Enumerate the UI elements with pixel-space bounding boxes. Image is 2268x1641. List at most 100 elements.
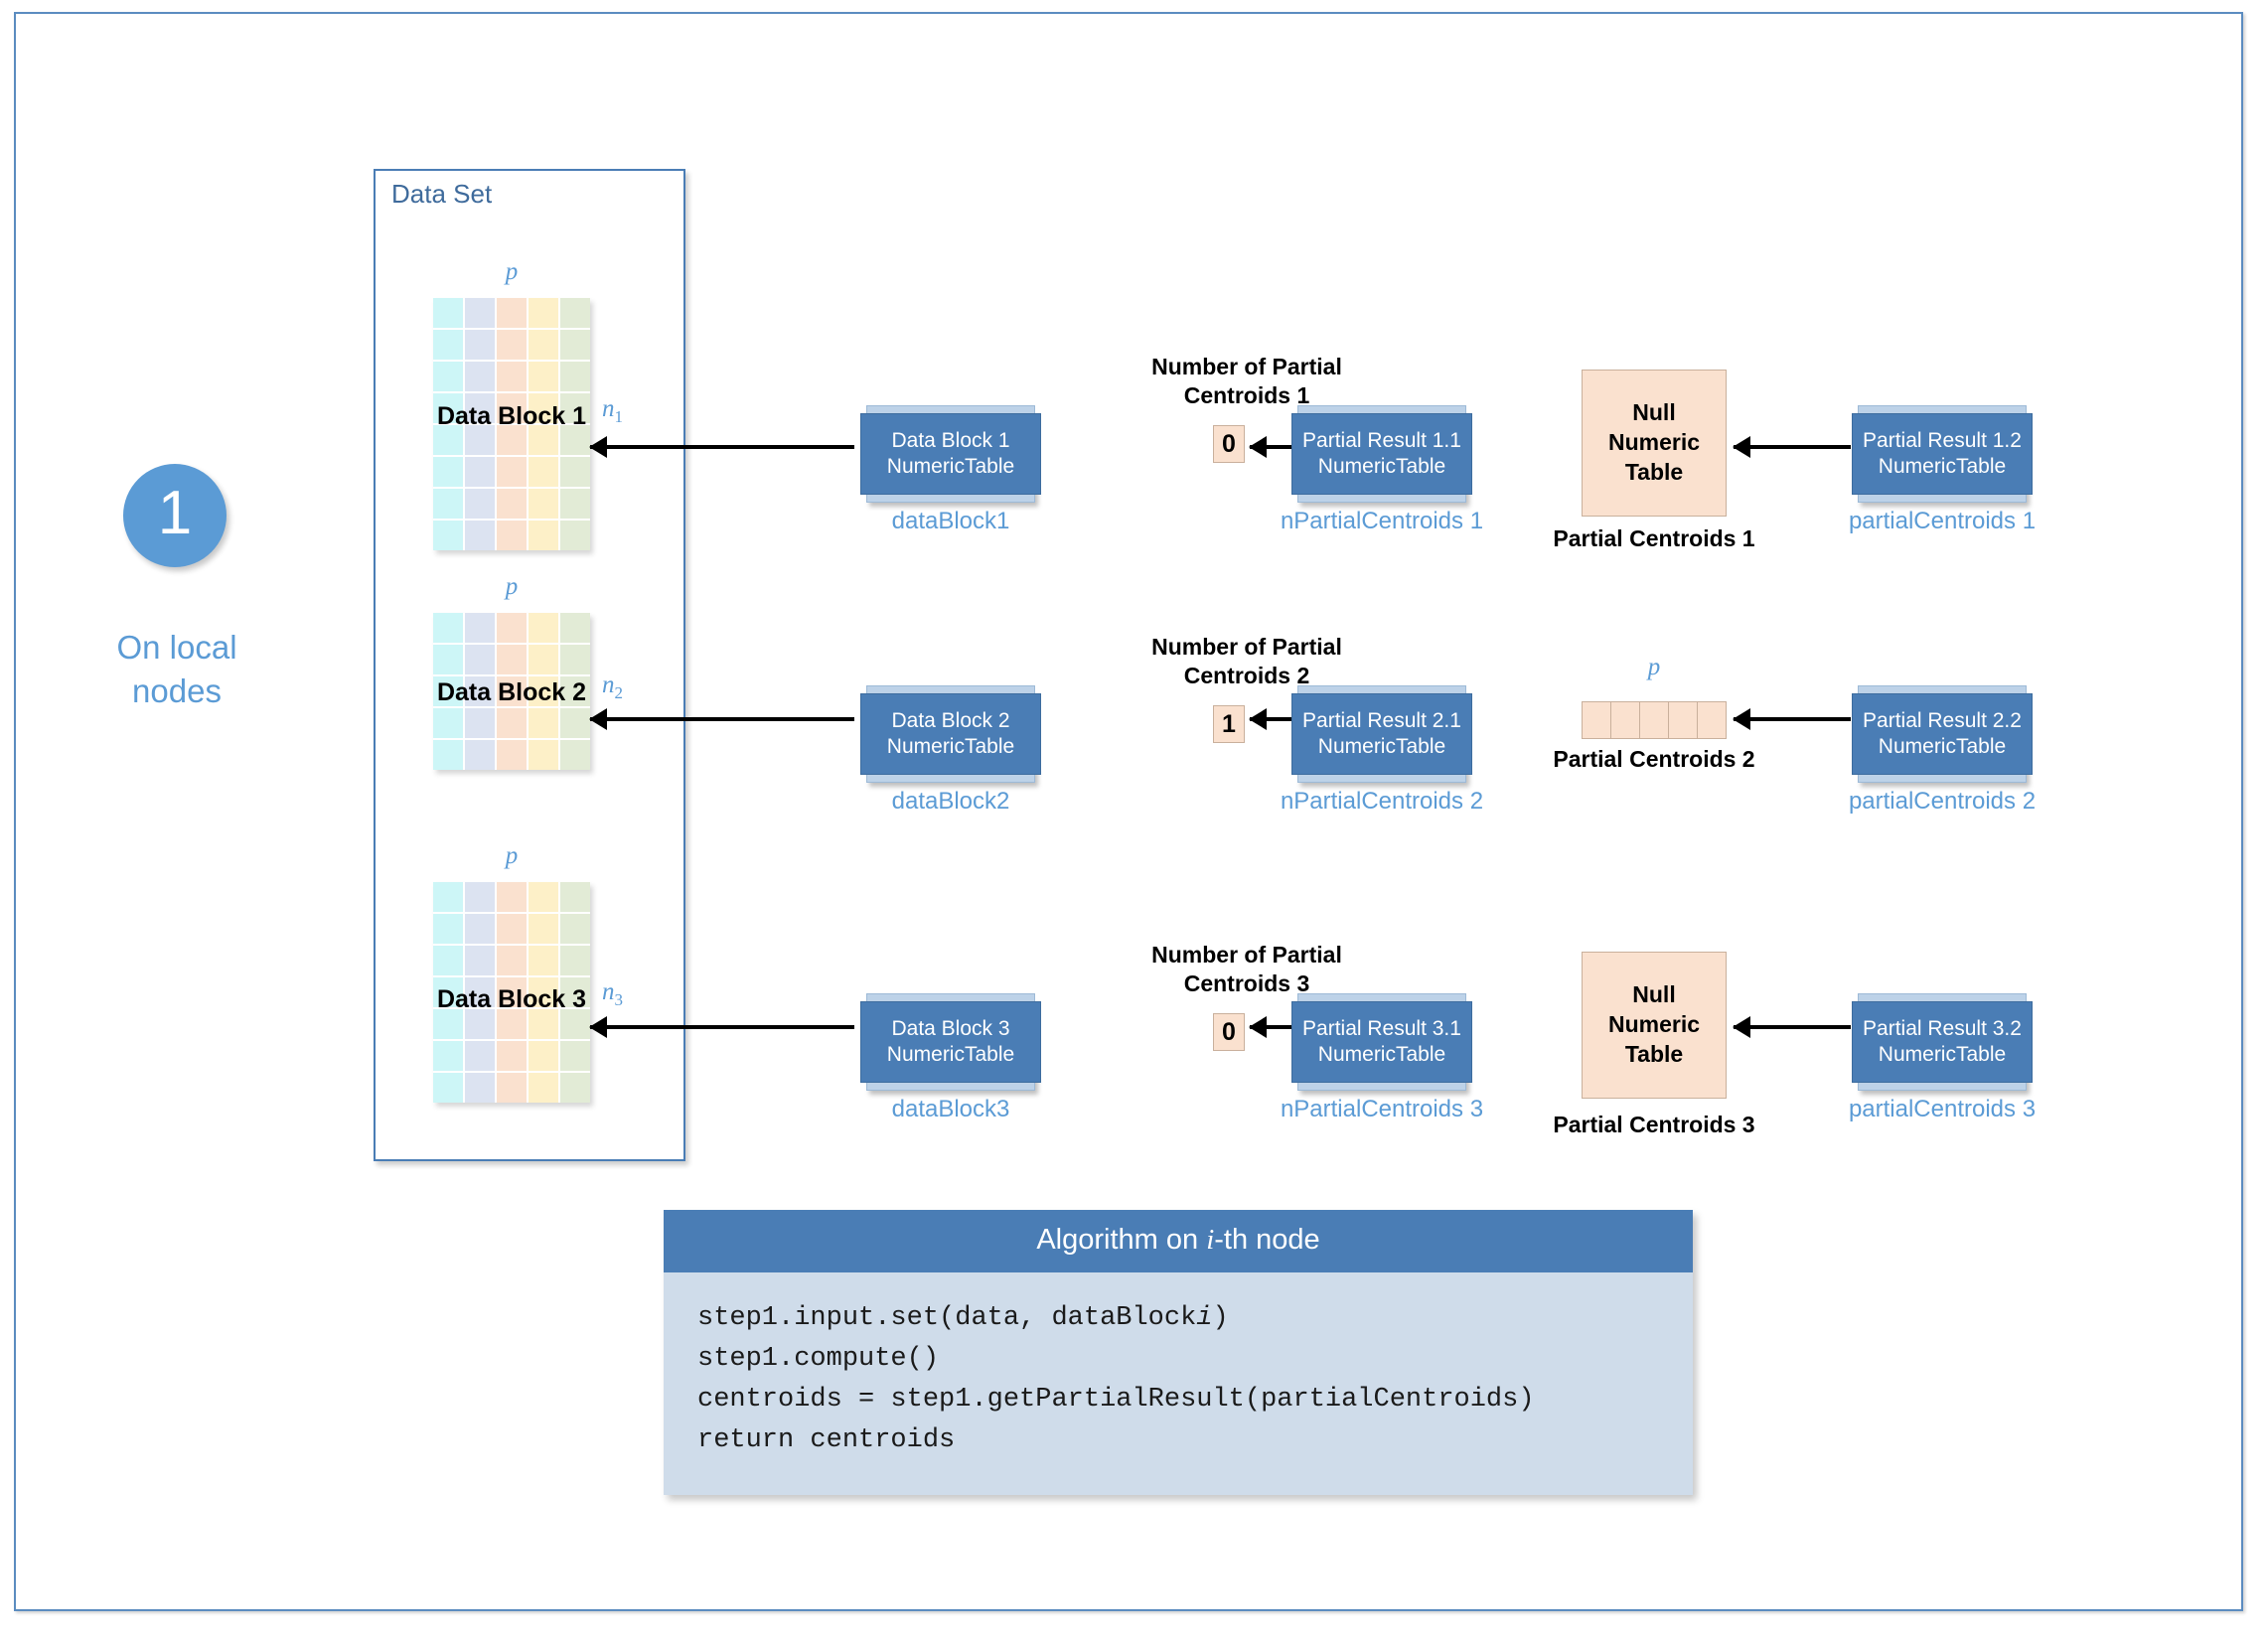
grid-cell bbox=[433, 977, 463, 1007]
grid-cell bbox=[497, 362, 527, 391]
grid-cell bbox=[560, 645, 590, 674]
grid-cell bbox=[433, 676, 463, 706]
data-block-numerictable-2-line2: NumericTable bbox=[886, 735, 1015, 758]
grid-cell bbox=[560, 489, 590, 519]
grid-cell bbox=[560, 882, 590, 912]
grid-cell bbox=[497, 676, 527, 706]
grid-cell bbox=[560, 946, 590, 975]
centroid-cell bbox=[1611, 702, 1639, 738]
grid-cell bbox=[560, 1009, 590, 1039]
grid-cell bbox=[560, 977, 590, 1007]
grid-cell bbox=[497, 977, 527, 1007]
grid-cell bbox=[497, 613, 527, 643]
grid-cell bbox=[497, 298, 527, 328]
arrow-datablock-to-grid-3 bbox=[590, 1025, 854, 1029]
grid-cell bbox=[465, 740, 495, 770]
grid-cell bbox=[560, 298, 590, 328]
grid-cell bbox=[560, 457, 590, 487]
grid-cell bbox=[560, 914, 590, 944]
grid-cell bbox=[433, 708, 463, 738]
algorithm-code-line: step1.compute() bbox=[697, 1344, 940, 1375]
grid-cell bbox=[529, 613, 558, 643]
null-table-line: Table bbox=[1624, 1040, 1684, 1067]
data-block-2-p-label: p bbox=[505, 573, 519, 600]
step-number-label: 1 bbox=[157, 479, 193, 547]
grid-cell bbox=[529, 425, 558, 455]
arrow-partialresult1-to-count-3 bbox=[1250, 1025, 1293, 1029]
grid-cell bbox=[433, 425, 463, 455]
arrow-partialresult2-to-centroids-1 bbox=[1734, 445, 1851, 449]
grid-cell bbox=[433, 613, 463, 643]
grid-cell bbox=[465, 946, 495, 975]
null-table-line: Numeric bbox=[1607, 1011, 1701, 1038]
data-block-caption-1: dataBlock1 bbox=[891, 508, 1010, 534]
grid-cell bbox=[497, 1041, 527, 1071]
partial-centroids-heading-3: Partial Centroids 3 bbox=[1553, 1112, 1755, 1137]
grid-cell bbox=[529, 330, 558, 360]
partial-result-2-numerictable-1-line1: Partial Result 1.2 bbox=[1863, 428, 2022, 452]
grid-cell bbox=[497, 708, 527, 738]
arrow-partialresult2-to-centroids-3 bbox=[1734, 1025, 1851, 1029]
partial-result-1-numerictable-1-line1: Partial Result 1.1 bbox=[1302, 428, 1461, 452]
grid-cell bbox=[560, 1041, 590, 1071]
grid-cell bbox=[529, 1073, 558, 1103]
grid-cell bbox=[529, 1041, 558, 1071]
grid-cell bbox=[497, 882, 527, 912]
data-block-grid-3: p bbox=[433, 842, 590, 1103]
partial-result-2-numerictable-3-line1: Partial Result 3.2 bbox=[1863, 1016, 2022, 1040]
grid-cell bbox=[465, 977, 495, 1007]
grid-cell bbox=[529, 882, 558, 912]
grid-cell bbox=[560, 425, 590, 455]
data-block-2-name-label: Data Block 2 bbox=[436, 678, 587, 706]
data-block-2-n-label: n2 bbox=[602, 671, 623, 702]
grid-cell bbox=[529, 740, 558, 770]
grid-cell bbox=[560, 740, 590, 770]
data-block-numerictable-3-line1: Data Block 3 bbox=[891, 1016, 1010, 1040]
data-block-numerictable-1-line2: NumericTable bbox=[886, 455, 1015, 478]
algorithm-code-italic: i bbox=[1196, 1303, 1213, 1333]
partial-result-2-numerictable-3-line2: NumericTable bbox=[1878, 1043, 2007, 1066]
grid-cell bbox=[529, 457, 558, 487]
grid-cell bbox=[560, 393, 590, 423]
grid-cell bbox=[529, 946, 558, 975]
partial-result-1-numerictable-3-line2: NumericTable bbox=[1317, 1043, 1446, 1066]
grid-cell bbox=[529, 914, 558, 944]
partial-centroids-heading-2: Partial Centroids 2 bbox=[1553, 746, 1755, 772]
grid-cell bbox=[465, 521, 495, 550]
data-block-grid-1: p bbox=[433, 258, 590, 550]
data-block-grid-2: p bbox=[433, 573, 590, 770]
grid-cell bbox=[529, 645, 558, 674]
data-block-caption-3: dataBlock3 bbox=[891, 1096, 1010, 1122]
grid-cell bbox=[497, 645, 527, 674]
grid-cell bbox=[529, 362, 558, 391]
partial-result-1-numerictable-2-line1: Partial Result 2.1 bbox=[1302, 708, 1461, 732]
algorithm-code-line: step1.input.set(data, dataBlocki) bbox=[697, 1303, 1229, 1333]
grid-cell bbox=[465, 457, 495, 487]
grid-cell bbox=[465, 882, 495, 912]
grid-cell bbox=[497, 1009, 527, 1039]
grid-cell bbox=[465, 708, 495, 738]
data-block-1-p-label: p bbox=[505, 258, 519, 285]
partial-result-2-numerictable-2-line2: NumericTable bbox=[1878, 735, 2007, 758]
grid-cell bbox=[433, 946, 463, 975]
grid-cell bbox=[529, 1009, 558, 1039]
grid-cell bbox=[433, 393, 463, 423]
data-block-caption-2: dataBlock2 bbox=[891, 788, 1010, 815]
grid-cell bbox=[465, 1073, 495, 1103]
null-table-line: Null bbox=[1632, 981, 1676, 1008]
data-block-2-cells bbox=[433, 613, 590, 770]
